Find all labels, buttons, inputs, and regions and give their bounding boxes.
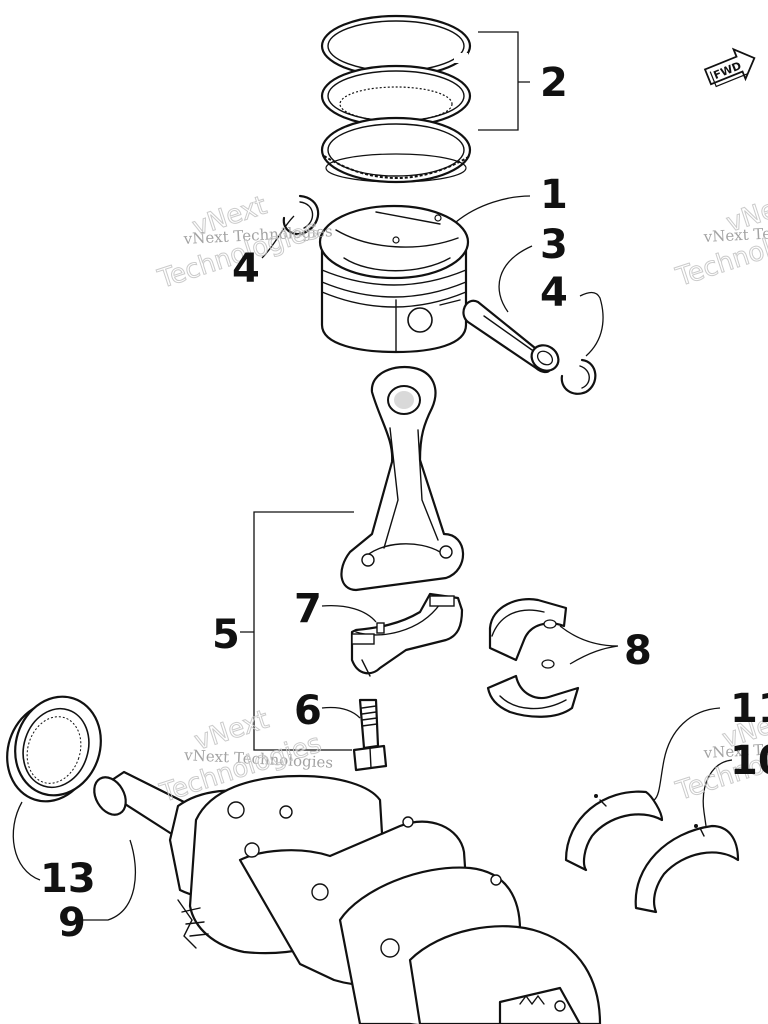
watermark-upper-right: vNext Technologies vNext Technologies: [671, 186, 768, 293]
oil-seal: [6, 695, 102, 803]
leader-9: [82, 839, 137, 921]
callout-10: 10: [730, 738, 768, 784]
callout-8: 8: [624, 628, 652, 674]
callout-5: 5: [212, 612, 240, 658]
circlip-upper: [282, 194, 320, 236]
rod-bearing-upper: [488, 598, 568, 662]
leader-13: [12, 801, 41, 881]
leader-3: [498, 245, 533, 313]
piston: [318, 204, 470, 354]
callout-4-left: 4: [232, 246, 260, 292]
rod-bearing-lower: [486, 659, 580, 718]
callout-13: 13: [40, 856, 96, 902]
callout-9: 9: [58, 900, 86, 946]
leader-10: [702, 759, 733, 827]
leader-4b: [579, 291, 604, 357]
callout-4-right: 4: [540, 270, 568, 316]
rod-bolt: [352, 698, 388, 772]
crankshaft: [93, 770, 602, 1024]
callout-1: 1: [540, 172, 568, 218]
connecting-rod-cap: [350, 592, 464, 677]
callout-2: 2: [540, 60, 568, 106]
connecting-rod: [340, 366, 465, 592]
leader-4a: [261, 215, 295, 259]
callout-3: 3: [540, 222, 568, 268]
leader-6: [321, 706, 361, 719]
callout-6: 6: [294, 688, 322, 734]
callout-11: 11: [730, 686, 768, 732]
leader-8: [559, 625, 619, 665]
thrust-washer-10: [634, 824, 740, 914]
thrust-washer-11: [564, 790, 664, 872]
fwd-label: FWD: [712, 59, 744, 82]
piston-pin: [462, 299, 560, 374]
callout-7: 7: [294, 586, 322, 632]
circlip-lower: [560, 358, 597, 395]
fwd-arrow-icon: FWD: [703, 47, 756, 88]
piston-rings: [320, 14, 472, 184]
dowel-pin: [376, 622, 385, 634]
leader-2: [478, 31, 530, 131]
leader-11: [653, 707, 721, 801]
leader-5: [240, 511, 354, 751]
leader-7: [321, 604, 377, 623]
leader-1: [455, 195, 531, 223]
